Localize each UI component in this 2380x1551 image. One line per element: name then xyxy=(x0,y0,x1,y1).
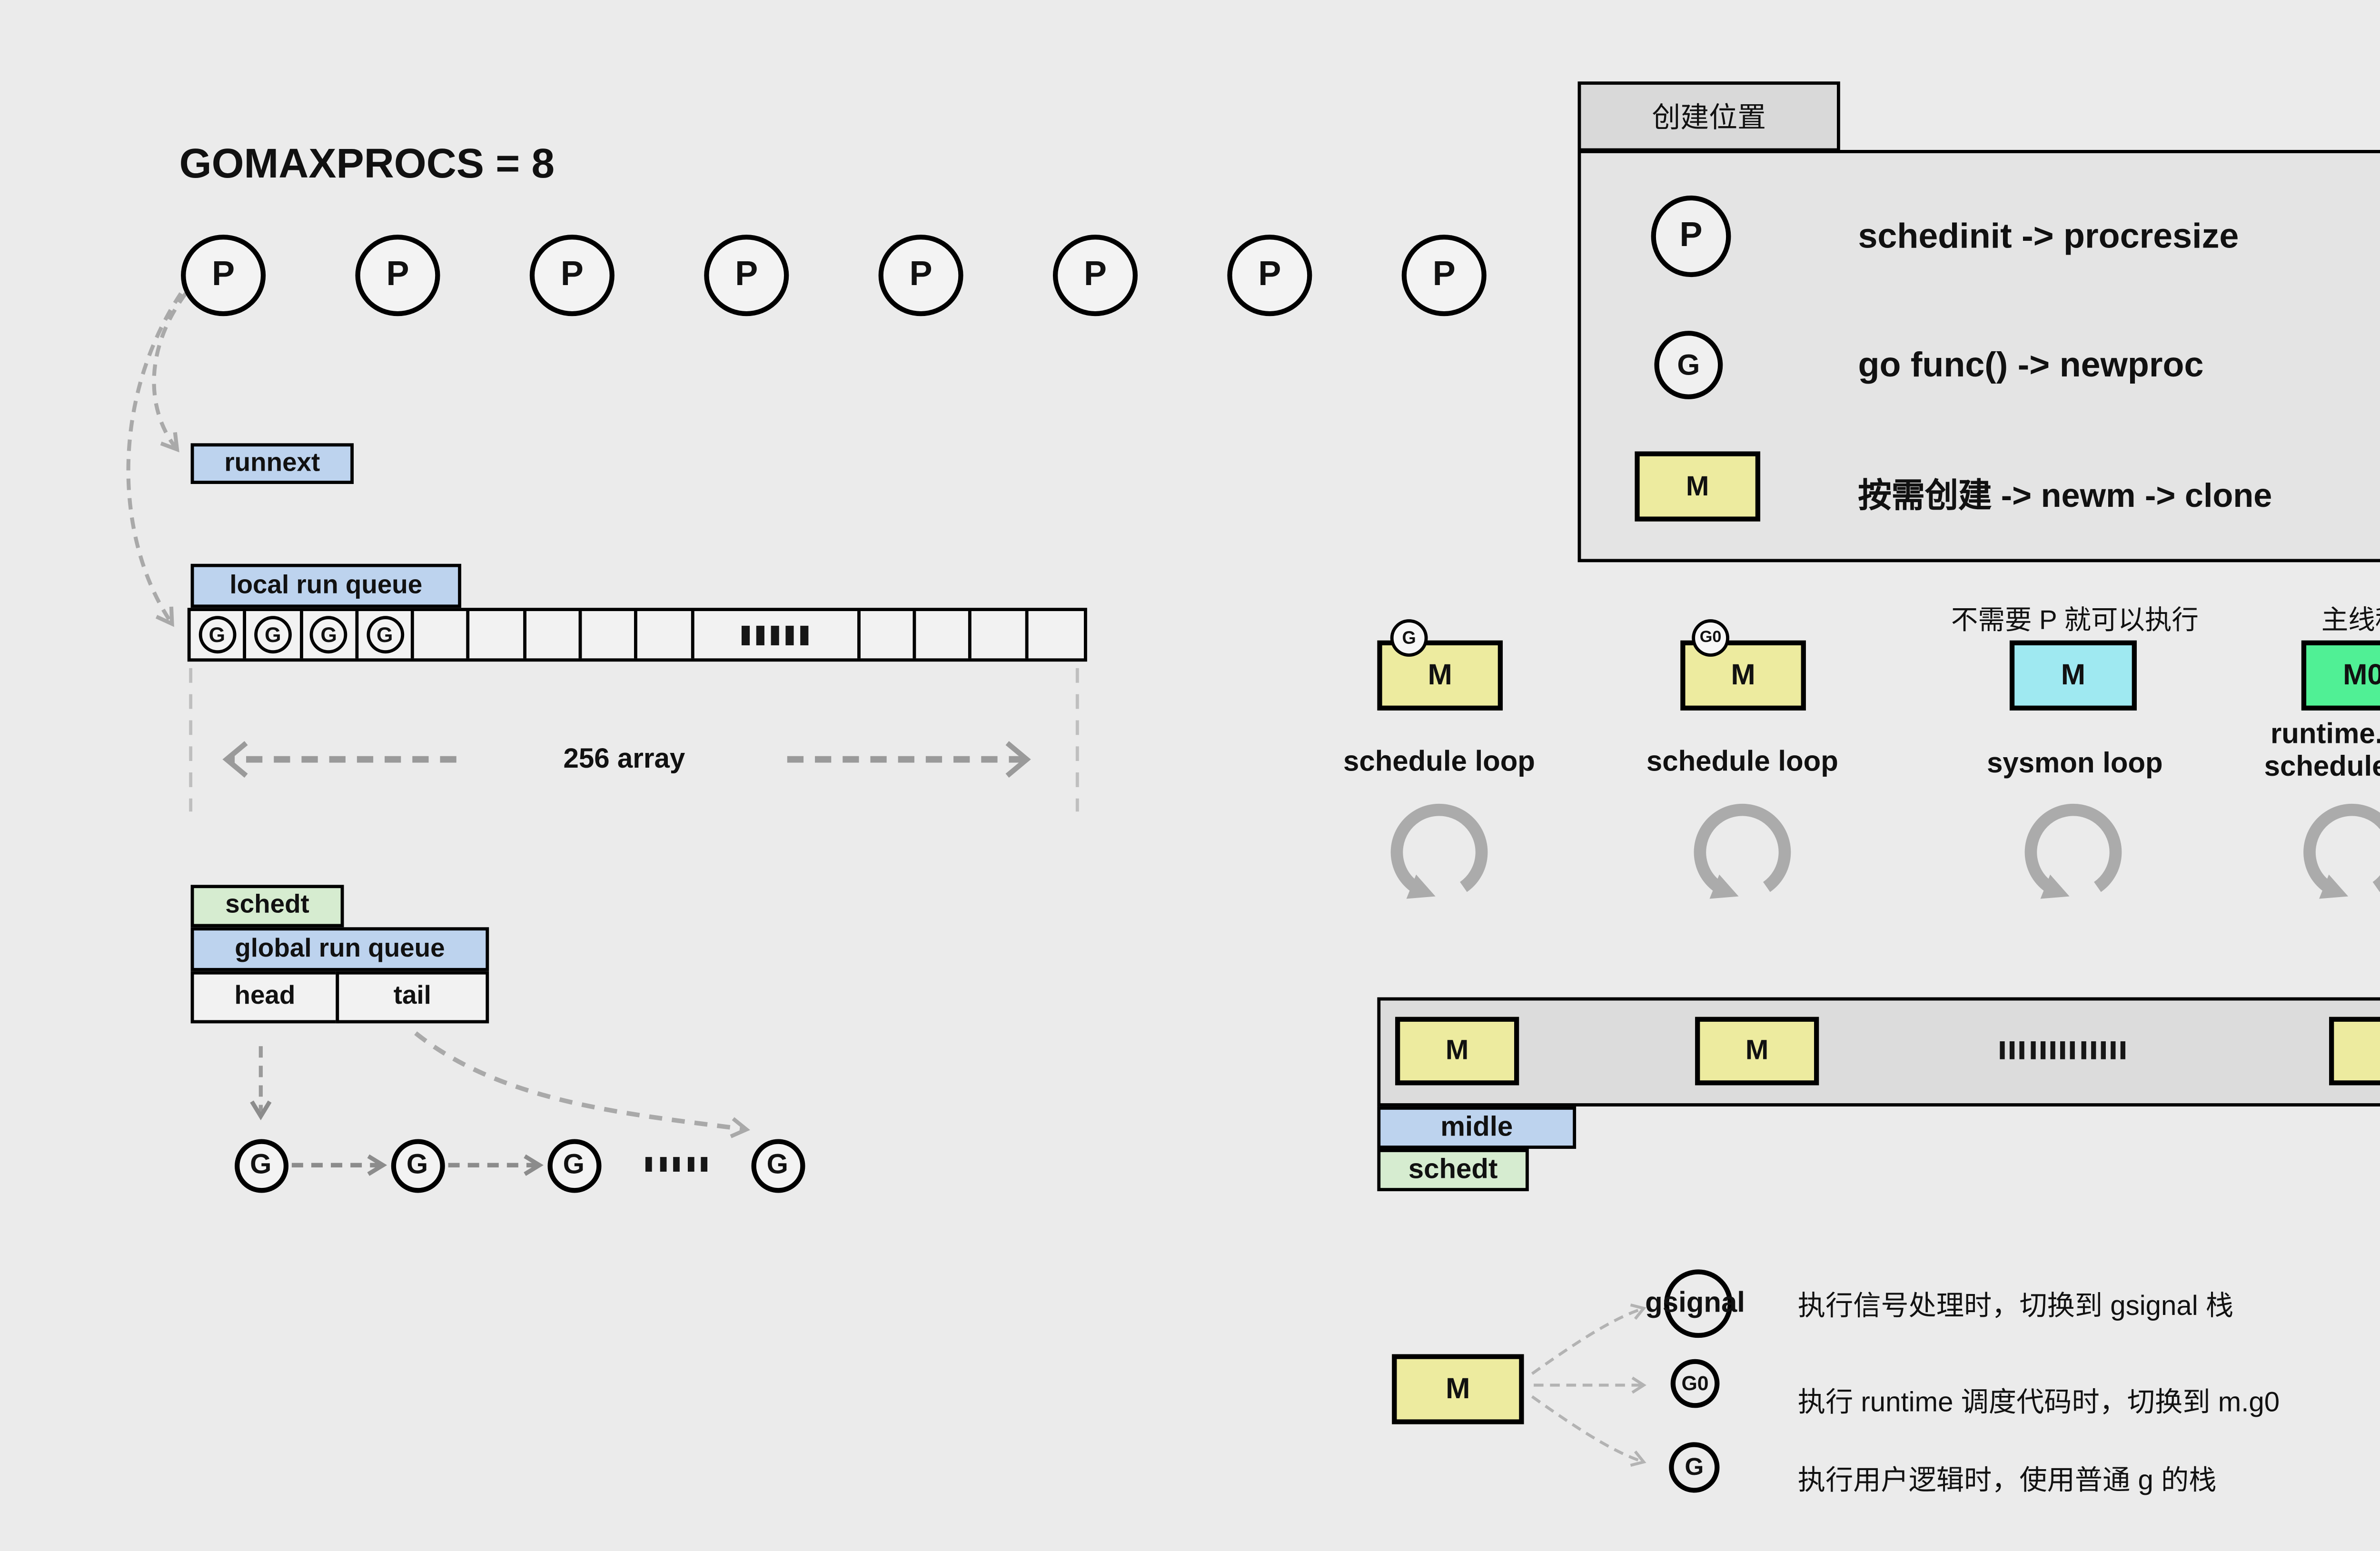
g0-badge: G0 xyxy=(1692,619,1729,657)
runtime-main-caption: runtime.main xyxy=(2270,717,2380,750)
loop-arrow-3 xyxy=(2024,803,2122,899)
gsignal-label: gsignal xyxy=(1645,1285,1745,1319)
p-circle: P xyxy=(1227,235,1312,316)
schedt-box-2: schedt xyxy=(1377,1148,1529,1192)
g-circle: G xyxy=(366,616,404,654)
grq-tail-cell: tail xyxy=(336,971,489,1024)
arrow-p-to-localrunqueue xyxy=(126,292,183,627)
legend-g-circle: G xyxy=(1654,331,1723,399)
legend-m-text: 按需创建 -> newm -> clone xyxy=(1858,477,2272,515)
p-circle: P xyxy=(1401,235,1487,316)
g0-circle: G0 xyxy=(1670,1359,1720,1408)
p-circle: P xyxy=(529,235,615,316)
global-run-queue-header: global run queue xyxy=(190,927,489,971)
m-box-sysmon: M xyxy=(2009,640,2137,711)
m-chain-box: M xyxy=(2329,1017,2380,1086)
arrow-tail-to-g xyxy=(414,1031,751,1138)
schedt-box: schedt xyxy=(190,885,344,928)
m0-box: M0 xyxy=(2301,640,2380,711)
p-circle: P xyxy=(878,235,963,316)
g-circle: G xyxy=(546,1138,601,1192)
p-circle: P xyxy=(355,235,440,316)
runnext-box: runnext xyxy=(190,443,354,484)
ellipsis-dots xyxy=(645,1157,708,1172)
m-chain-box: M xyxy=(1395,1017,1519,1086)
m-chain-box: M xyxy=(1695,1017,1819,1086)
loop-arrow-4 xyxy=(2303,803,2380,899)
main-thread-note: 主线程 xyxy=(2321,606,2380,636)
g-circle: G xyxy=(310,616,348,654)
g-circle: G xyxy=(750,1138,804,1192)
array-size-note: 256 array xyxy=(563,743,685,774)
g-badge: G xyxy=(1390,619,1428,657)
g-circle: G xyxy=(198,616,236,654)
ellipsis-dots xyxy=(2000,1041,2126,1059)
ellipsis-dots xyxy=(742,625,809,645)
m0-schedule-loop-caption: schedule loop xyxy=(2264,750,2380,782)
legend-p-circle: P xyxy=(1651,195,1731,277)
g-circle: G xyxy=(254,616,292,654)
g0-desc: 执行 runtime 调度代码时，切换到 m.g0 xyxy=(1797,1386,2280,1418)
legend-g-text: go func() -> newproc xyxy=(1858,345,2204,385)
sysmon-note: 不需要 P 就可以执行 xyxy=(1951,606,2199,636)
schedule-loop-caption-1: schedule loop xyxy=(1343,744,1535,778)
local-run-queue-array: G G G G xyxy=(187,608,1087,662)
legend-tab: 创建位置 xyxy=(1577,81,1840,152)
legend-p-text: schedinit -> procresize xyxy=(1858,217,2239,256)
page-title: GOMAXPROCS = 8 xyxy=(179,141,555,188)
legend-m-box: M xyxy=(1635,451,1761,522)
g-circle: G xyxy=(234,1138,288,1192)
m-chain-container xyxy=(1377,997,2380,1106)
loop-arrow-1 xyxy=(1390,803,1488,899)
gsignal-desc: 执行信号处理时，切换到 gsignal 栈 xyxy=(1797,1290,2234,1322)
arrow-p-to-runnext xyxy=(152,292,188,453)
gsignal-circle xyxy=(1664,1269,1733,1338)
sysmon-loop-caption: sysmon loop xyxy=(1987,746,2163,779)
m-stacks-box: M xyxy=(1392,1354,1524,1424)
g-circle-plain: G xyxy=(1669,1442,1720,1493)
g-circle: G xyxy=(390,1138,445,1192)
g-desc: 执行用户逻辑时，使用普通 g 的栈 xyxy=(1797,1465,2217,1496)
p-circle: P xyxy=(704,235,789,316)
p-circle: P xyxy=(181,235,266,316)
grq-head-cell: head xyxy=(190,971,339,1024)
p-circle: P xyxy=(1052,235,1138,316)
loop-arrow-2 xyxy=(1694,803,1791,899)
schedule-loop-caption-2: schedule loop xyxy=(1646,744,1838,778)
midle-box: midle xyxy=(1377,1106,1577,1149)
local-run-queue-header: local run queue xyxy=(190,563,462,608)
